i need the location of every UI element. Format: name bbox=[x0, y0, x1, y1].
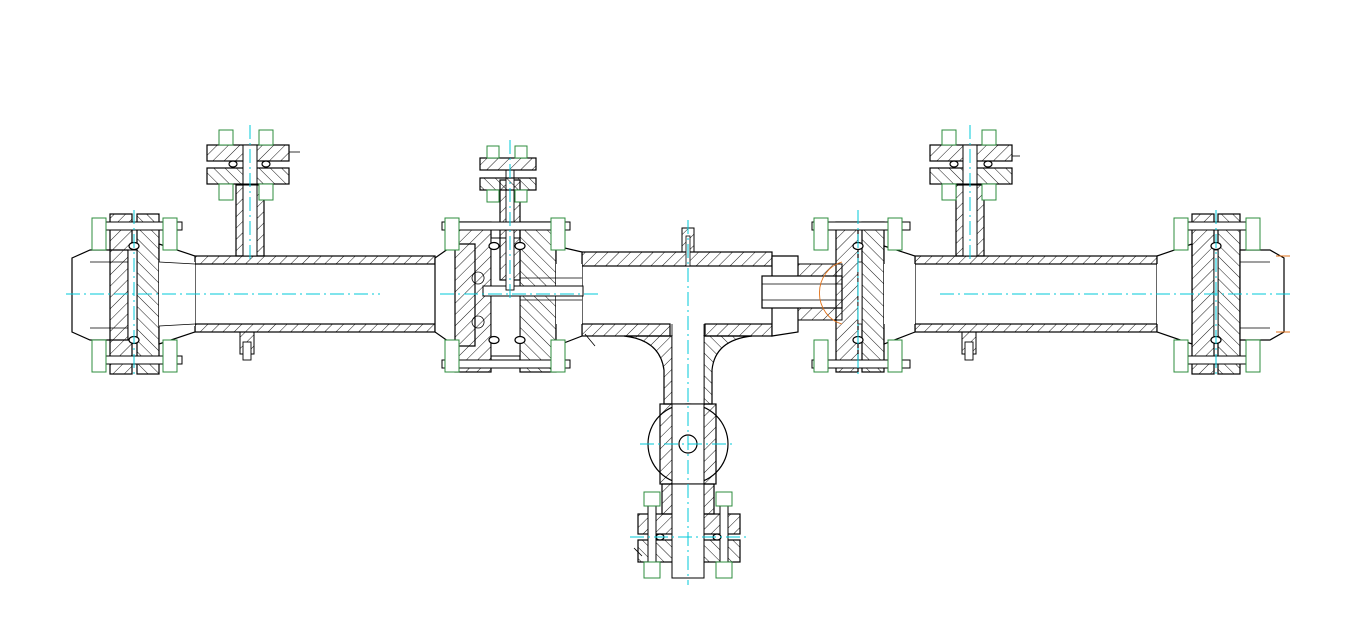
left-spool-bottom-wall bbox=[194, 323, 436, 333]
right-spool-bottom-wall bbox=[914, 323, 1158, 333]
right-spool-top-wall bbox=[914, 255, 1158, 265]
instrument-nozzle-left bbox=[206, 129, 300, 361]
centerlines bbox=[66, 125, 1290, 585]
valve-bonnet-flange-bottom bbox=[479, 177, 537, 191]
tee-top-wall bbox=[581, 251, 773, 267]
instrument-nozzle-right bbox=[929, 129, 1020, 361]
tee-bottom-wall-right bbox=[704, 323, 773, 337]
left-spool-top-wall bbox=[194, 255, 436, 265]
branch-bottom-flange bbox=[633, 483, 741, 579]
orifice-insert bbox=[761, 217, 916, 373]
gate-valve bbox=[434, 145, 596, 373]
tee-bottom-wall-left bbox=[581, 323, 671, 337]
valve-bonnet-flange-top bbox=[479, 157, 537, 171]
